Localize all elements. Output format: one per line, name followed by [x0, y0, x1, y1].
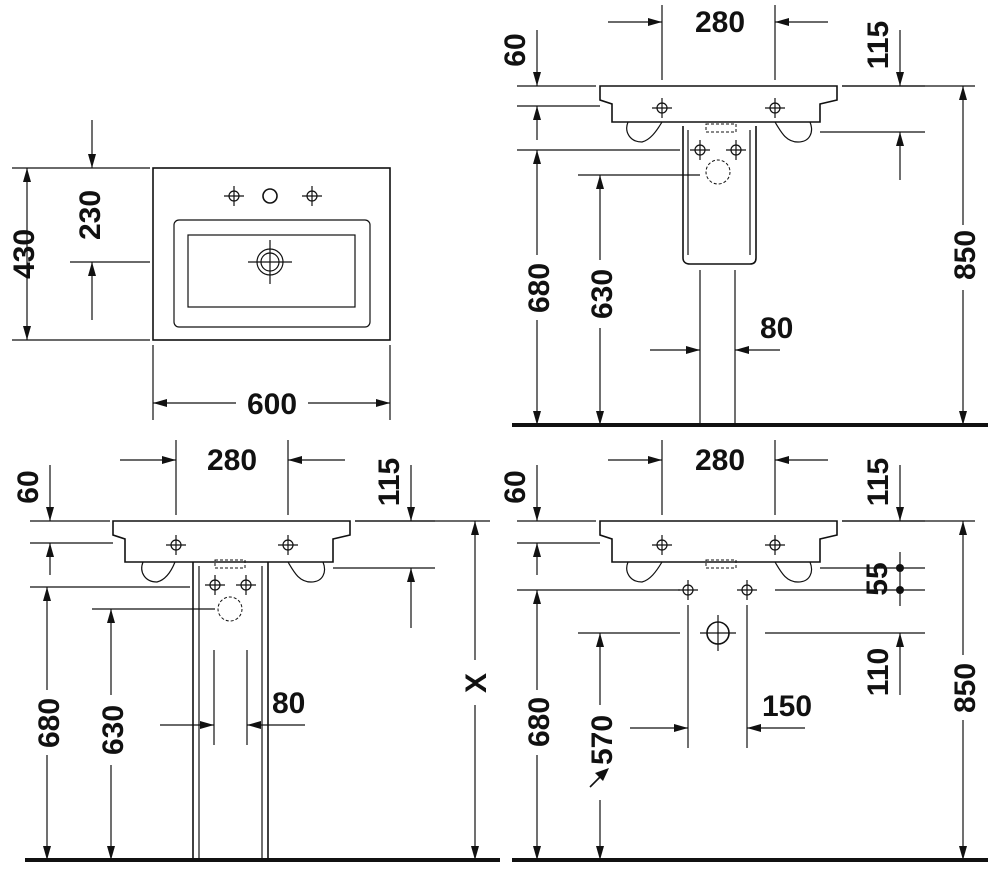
side-view-bottom-left: 280 60 115 X 680 630	[12, 440, 500, 862]
dim-tap-spacing: 280	[695, 6, 745, 39]
dim-overflow: 115	[862, 21, 895, 69]
dim-supply-spacing-h: 150	[762, 690, 812, 723]
dim-drain-offset: 110	[862, 648, 895, 696]
dim-supply-spacing-v: 55	[861, 562, 894, 595]
dim-floor-to-bottom: 680	[33, 698, 66, 748]
dim-rim-thickness: 60	[499, 470, 532, 503]
top-plan-view: 430 230 600	[8, 120, 391, 421]
tap-hole-right	[301, 185, 323, 207]
dim-floor-to-drain: 570	[586, 715, 619, 765]
dim-plan-width: 600	[247, 388, 297, 421]
basin-bowl-inner	[187, 234, 356, 308]
dim-overflow: 115	[373, 458, 406, 506]
basin-outline-plan	[152, 167, 391, 341]
drain-plan	[248, 240, 292, 284]
dim-overall-height: 850	[949, 230, 982, 280]
basin-body	[599, 520, 838, 563]
dim-variable-height: X	[460, 673, 493, 693]
dim-pedestal: 80	[272, 687, 305, 720]
basin-body	[112, 520, 351, 563]
dim-tap-spacing: 280	[207, 444, 257, 477]
supply-right	[736, 579, 758, 601]
dim-plan-depth: 430	[8, 229, 41, 279]
supply-left	[677, 579, 699, 601]
tap-hole-center	[262, 188, 278, 204]
dim-rim-thickness: 60	[12, 470, 45, 503]
dim-rim-thickness: 60	[499, 33, 532, 66]
dim-plan-tap-offset: 230	[74, 190, 107, 240]
side-view-bottom-right: 280 60 115 55 110 850	[499, 440, 988, 862]
waste-outlet	[700, 615, 736, 651]
approx-arrow-icon	[589, 768, 609, 788]
dim-floor-to-siphon: 630	[97, 705, 130, 755]
side-view-top-right: 280 60 115 850 680 6	[499, 5, 988, 427]
dim-floor-to-siphon: 630	[586, 269, 619, 319]
basin-body	[599, 85, 838, 123]
dim-overflow: 115	[862, 458, 895, 506]
dim-overall-height: 850	[949, 663, 982, 713]
dim-floor-to-bottom: 680	[523, 697, 556, 747]
tap-hole-left	[223, 185, 245, 207]
basin-bowl-outer	[173, 219, 371, 328]
pedestal	[682, 126, 757, 265]
dim-tap-spacing: 280	[695, 444, 745, 477]
dim-pedestal: 80	[760, 312, 793, 345]
dim-floor-to-bottom: 680	[523, 263, 556, 313]
